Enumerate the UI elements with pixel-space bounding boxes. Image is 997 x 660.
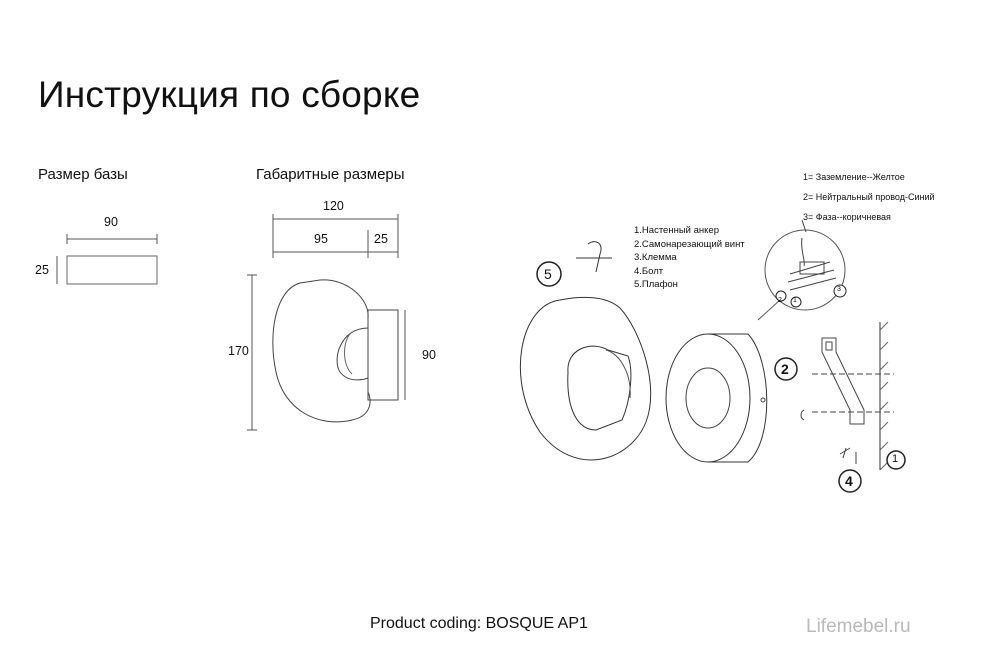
- parts-legend: 1.Настенный анкер 2.Самонарезающий винт …: [634, 224, 745, 292]
- lamp-side-view-base: [367, 309, 399, 401]
- height-label: 170: [228, 344, 249, 358]
- callout-detail-b: 1: [793, 297, 797, 304]
- wiring-legend: 1= Заземление--Желтое 2= Нейтральный про…: [803, 167, 935, 227]
- exploded-base-canopy: [665, 333, 751, 463]
- callout-anchor-circle: [886, 450, 906, 470]
- wiring-legend-item: 3= Фаза--коричневая: [803, 212, 891, 222]
- lamp-side-view-shade: [272, 279, 371, 423]
- callout-detail-a: 2: [778, 297, 782, 304]
- callout-screw: 2: [781, 361, 789, 377]
- product-coding: Product coding: BOSQUE AP1: [370, 615, 588, 632]
- total-depth-label: 120: [323, 199, 344, 213]
- base-plate-outline: [66, 255, 158, 285]
- anchor-hook-icon: [587, 241, 602, 273]
- base-width-label: 90: [104, 215, 118, 229]
- parts-legend-item: 1.Настенный анкер: [634, 225, 719, 236]
- base-diameter-label: 90: [422, 348, 436, 362]
- callout-detail-c: 3: [837, 286, 841, 293]
- callout-shade-circle: [536, 261, 562, 287]
- overall-size-heading: Габаритные размеры: [256, 166, 405, 183]
- base-height-label: 25: [35, 263, 49, 277]
- base-size-heading: Размер базы: [38, 166, 128, 183]
- wiring-legend-item: 2= Нейтральный провод-Синий: [803, 192, 935, 202]
- exploded-shade-disc: [519, 296, 652, 461]
- led-module: [685, 367, 731, 429]
- parts-legend-item: 3.Клемма: [634, 252, 677, 263]
- base-depth-label: 25: [374, 232, 388, 246]
- callout-shade: 5: [544, 266, 552, 282]
- shade-depth-label: 95: [314, 232, 328, 246]
- watermark: Lifemebel.ru: [806, 616, 911, 637]
- parts-legend-item: 2.Самонарезающий винт: [634, 238, 745, 250]
- callout-bolt: 4: [845, 473, 853, 489]
- wiring-legend-item: 1= Заземление--Желтое: [803, 172, 905, 182]
- exploded-shade-dome: [567, 345, 632, 431]
- bolt-icon: [839, 447, 851, 459]
- callout-screw-circle: [774, 357, 798, 381]
- callout-anchor: 1: [892, 453, 899, 465]
- mounting-bracket: [821, 337, 865, 425]
- parts-legend-item: 5.Плафон: [634, 279, 678, 290]
- parts-legend-item: 4.Болт: [634, 265, 664, 277]
- callout-bolt-circle: [838, 469, 862, 493]
- page-title: Инструкция по сборке: [38, 74, 421, 115]
